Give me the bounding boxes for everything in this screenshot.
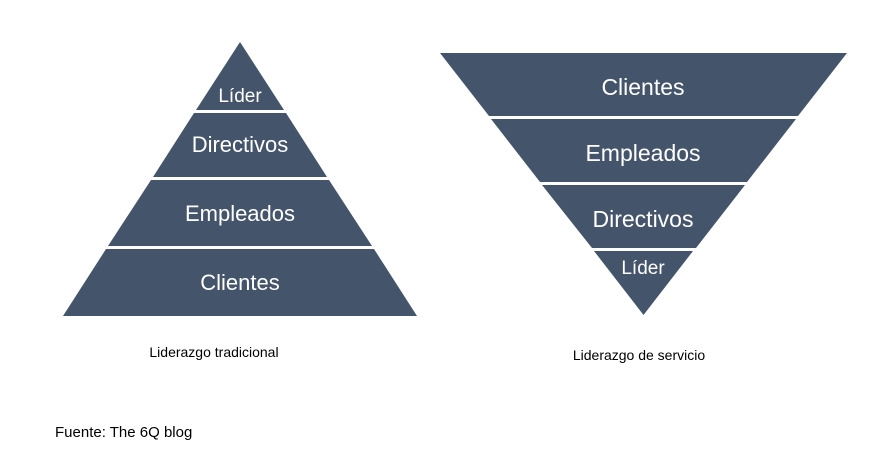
pyramid-level-label: Empleados <box>185 201 295 226</box>
pyramid-level-shape <box>63 249 417 316</box>
pyramid-level-shape <box>196 42 284 110</box>
pyramid-level-shape <box>594 251 693 315</box>
pyramid-level-shape <box>491 119 796 182</box>
source-note: Fuente: The 6Q blog <box>55 424 193 441</box>
pyramid-level-label: Directivos <box>192 132 289 157</box>
pyramid-level-shape <box>542 185 745 248</box>
pyramid-level-label: Clientes <box>200 270 279 295</box>
pyramid-level-label: Líder <box>218 86 262 107</box>
pyramid-level-label: Líder <box>621 258 665 279</box>
pyramid-traditional: Líder Directivos Empleados Clientes <box>63 42 417 316</box>
pyramid-level-shape <box>108 180 372 246</box>
pyramid-level-label: Clientes <box>601 74 684 100</box>
pyramid-level-shape <box>440 53 847 116</box>
pyramid-level-label: Empleados <box>585 140 700 166</box>
caption-traditional: Liderazgo tradicional <box>149 344 279 360</box>
caption-servant: Liderazgo de servicio <box>572 347 706 363</box>
pyramid-level-label: Directivos <box>593 206 694 232</box>
pyramid-servant: Clientes Empleados Directivos Líder <box>440 53 847 315</box>
pyramid-level-shape <box>153 113 327 177</box>
